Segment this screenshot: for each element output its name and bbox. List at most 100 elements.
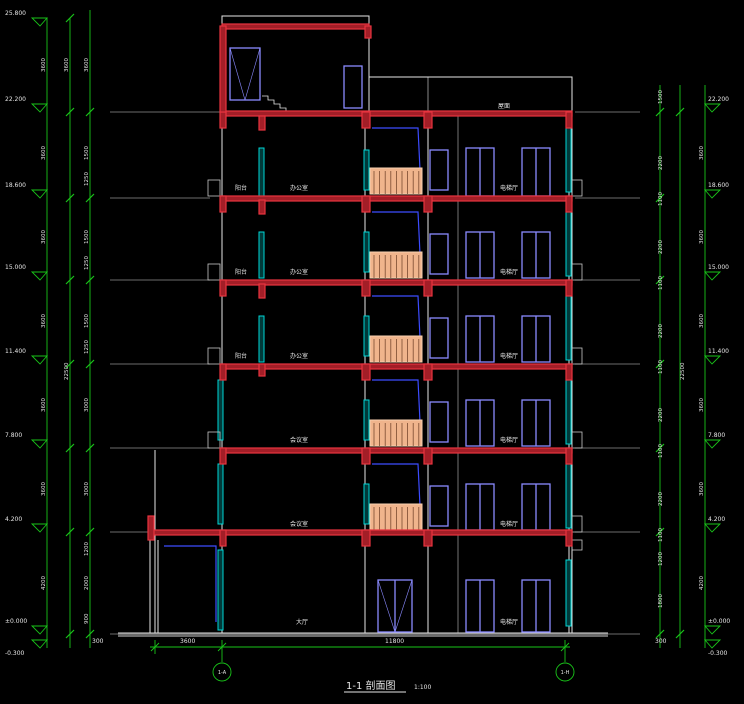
dim-text: 3600 [41,146,47,160]
dim-text: 1800 [658,594,664,608]
dim-total-text: 22500 [680,362,686,380]
dim-text: 1250 [84,256,90,270]
left-outer-dims: 3600 3600 3600 3600 3600 3600 4200 [41,58,47,590]
left-inner-dims: 3600 1500 1250 1500 1250 1500 1250 3000 … [84,58,90,624]
axis-label-right: 1-H [561,670,570,676]
axis-label-left: 1-A [218,670,227,676]
railings [369,167,423,531]
room-label: 办公室 [290,268,308,276]
room-label: 电梯厅 [500,184,518,192]
bottom-dimension [150,640,575,682]
dim-text: 1500 [84,230,90,244]
drawing-title: 1-1 剖面图 1:100 [344,679,431,693]
level-label: 7.800 [708,432,725,439]
dim-text: 1100 [658,192,664,206]
dim-text: 3000 [84,398,90,412]
stair-lines [164,127,421,622]
room-label: 电梯厅 [500,268,518,276]
level-label: 4.200 [708,516,725,523]
room-label: 办公室 [290,184,308,192]
dim-text: 1100 [658,276,664,290]
right-dimension-chain [655,85,722,649]
dim-text: 1100 [658,528,664,542]
dim-total-text: 22500 [64,362,70,380]
room-label: 阳台 [235,184,247,192]
left-total-dim: 22500 3600 [64,58,70,380]
level-label: -0.300 [5,650,25,657]
dim-text: 1100 [658,360,664,374]
dim-text: 1500 [84,146,90,160]
dim-text: 4200 [41,576,47,590]
room-label: 电梯厅 [500,618,518,626]
axis-labels: 1-A 1-H [218,670,570,676]
dim-text: 2200 [658,156,664,170]
dim-text: 1200 [658,552,664,566]
room-label: 电梯厅 [500,436,518,444]
right-total-dim: 22500 [680,362,686,380]
bottom-dim-texts: 3600 11800 300 300 [92,638,667,645]
room-label: 阳台 [235,352,247,360]
dim-text: 1100 [658,444,664,458]
left-level-labels: 25.800 22.200 18.600 15.000 11.400 7.800… [5,10,27,657]
dim-text: 11800 [385,638,404,645]
dim-text: 3000 [84,482,90,496]
windows [217,127,572,631]
level-label: 18.600 [5,182,26,189]
dim-text: 300 [92,638,104,645]
room-labels: 屋面 阳台 阳台 阳台 办公室 办公室 办公室 会议室 会议室 电梯厅 电梯厅 … [235,103,518,626]
dim-text: 2200 [658,408,664,422]
level-label: 15.000 [5,264,26,271]
room-label: 电梯厅 [500,520,518,528]
dim-text: 3600 [699,230,705,244]
room-label: 屋面 [498,103,510,110]
level-label: 22.200 [708,96,729,103]
left-dimension-chain [30,10,95,649]
room-label: 办公室 [290,352,308,360]
rooftop-stair [262,95,287,112]
dim-text: 3600 [41,398,47,412]
room-label: 阳台 [235,268,247,276]
level-label: 25.800 [5,10,26,17]
level-label: 18.600 [708,182,729,189]
dim-text: 3600 [41,482,47,496]
dim-text: 3600 [699,146,705,160]
dim-text: 2200 [658,324,664,338]
level-label: 7.800 [5,432,22,439]
dim-text: 1250 [84,172,90,186]
floor-slabs [147,23,573,547]
dim-text: 1200 [84,542,90,556]
dim-text: 3600 [41,314,47,328]
right-outer-dims: 3600 3600 3600 3600 3600 4200 [699,146,705,590]
dim-text: 1500 [658,90,664,104]
room-label: 大厅 [296,618,308,626]
dim-text: 3600 [699,482,705,496]
level-label: 4.200 [5,516,22,523]
room-label: 电梯厅 [500,352,518,360]
level-label: 11.400 [708,348,729,355]
dim-text: 2200 [658,492,664,506]
dim-text: 3600 [64,58,70,72]
dim-text: 300 [655,638,667,645]
room-label: 会议室 [290,436,308,444]
right-inner-dims: 1500 2200 1100 2200 1100 2200 1100 2200 … [658,90,664,608]
level-label: 11.400 [5,348,26,355]
level-label: ±0.000 [5,618,27,625]
level-label: 22.200 [5,96,26,103]
title-text: 1-1 剖面图 [346,679,396,692]
dim-text: 900 [84,613,90,624]
dim-text: 2000 [84,576,90,590]
room-label: 会议室 [290,520,308,528]
level-label: ±0.000 [708,618,730,625]
dim-text: 3600 [180,638,195,645]
right-level-labels: 22.200 18.600 15.000 11.400 7.800 4.200 … [708,96,730,657]
dim-text: 3600 [41,58,47,72]
dim-text: 3600 [41,230,47,244]
dim-text: 3600 [699,314,705,328]
dim-text: 2200 [658,240,664,254]
dim-text: 1250 [84,340,90,354]
dim-text: 4200 [699,576,705,590]
scale-text: 1:100 [414,684,431,691]
level-label: -0.300 [708,650,728,657]
